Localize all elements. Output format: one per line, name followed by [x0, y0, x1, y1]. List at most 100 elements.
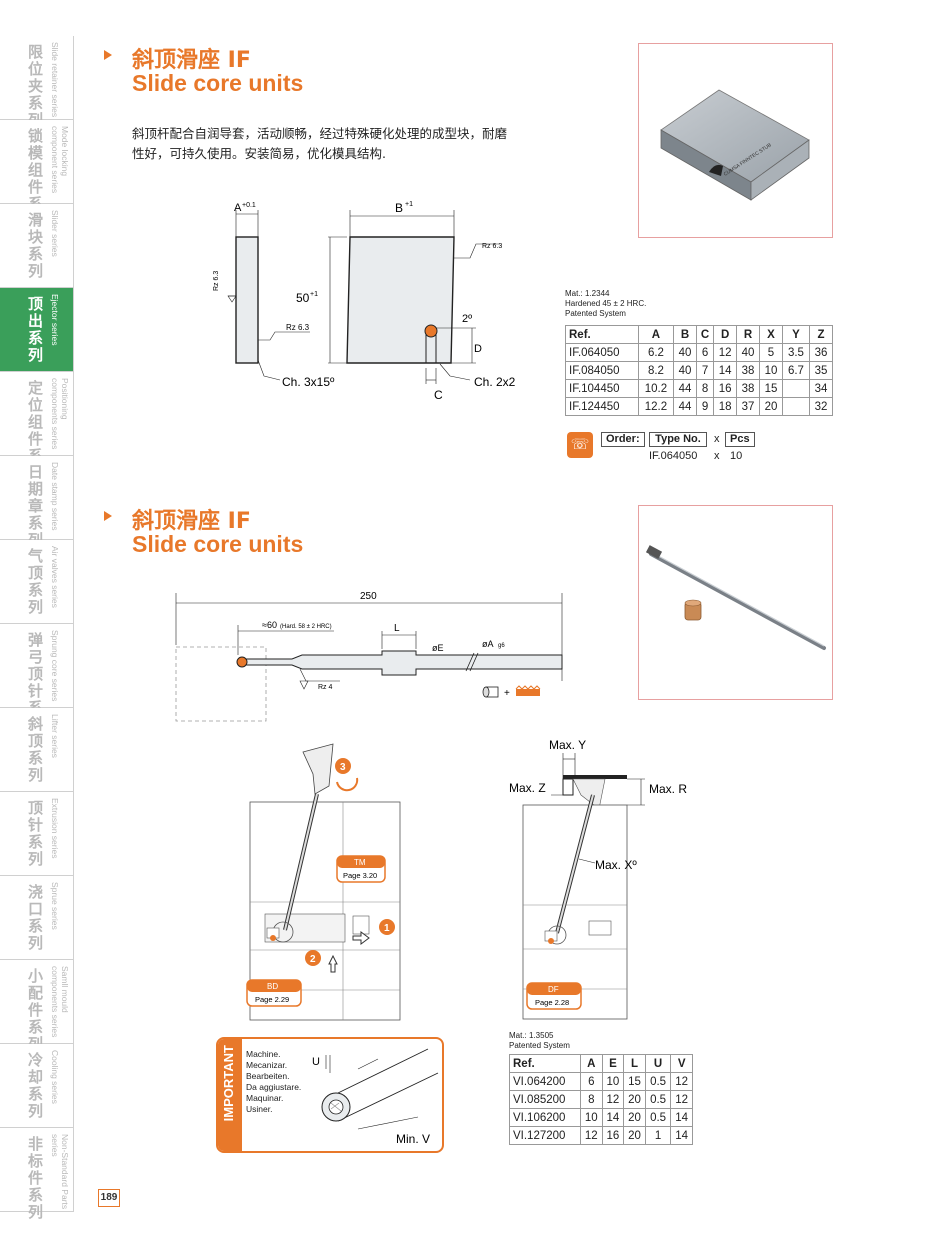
tm-label: TM	[354, 858, 366, 867]
sidebar-item-label-en: Samll mould components series	[50, 966, 70, 1038]
bullet-triangle-icon	[104, 511, 112, 521]
table-header-cell: Ref.	[565, 325, 639, 344]
dim-a-tol: g6	[498, 643, 505, 649]
table-cell: 0.5	[644, 1108, 672, 1127]
table-cell: 9	[696, 397, 715, 416]
table-cell: 16	[601, 1126, 625, 1145]
important-line: Mecanizar.	[246, 1060, 288, 1070]
bd-page: Page 2.29	[255, 995, 289, 1004]
sidebar-item-label-en: Extrusion series	[50, 798, 60, 859]
max-x-label: Max. Xº	[595, 858, 637, 872]
table-cell: 6.2	[637, 343, 675, 362]
table-cell: 16	[713, 379, 738, 398]
dim-e-label: øE	[432, 643, 444, 653]
material-line: Mat.: 1.2344	[565, 289, 610, 298]
table-cell: 8.2	[637, 361, 675, 380]
section2-material: Mat.: 1.3505 Patented System	[509, 1031, 570, 1051]
sidebar-item-label-en: Slide retainer series	[50, 42, 60, 118]
table-header-cell: A	[637, 325, 675, 344]
dim-l-label: L	[394, 623, 400, 634]
sidebar-item-label-zh: 冷却系列	[28, 1051, 44, 1120]
table-cell: 12	[579, 1126, 603, 1145]
table-cell: 40	[673, 343, 698, 362]
table-header-cell: B	[673, 325, 698, 344]
sidebar-item-label-en: Sprung core series	[50, 630, 60, 702]
sidebar-item[interactable]: 小配件系列 Samll mould components series	[0, 960, 74, 1053]
dim-a-label: A	[234, 202, 242, 214]
sidebar-item[interactable]: 弹弓顶针系列Sprung core series	[0, 624, 74, 734]
table-cell: 12.2	[637, 397, 675, 416]
sidebar-nav: 限位夹系列Slide retainer series锁模组件系列Mode loc…	[0, 36, 74, 1221]
material-line: Patented System	[565, 309, 626, 318]
sidebar-item[interactable]: 日期章系列Date stamp series	[0, 456, 74, 549]
table-cell: 37	[736, 397, 760, 416]
table-cell: VI.106200	[509, 1108, 581, 1127]
table-cell: 6.7	[781, 361, 810, 380]
table-cell: 15	[623, 1072, 646, 1091]
table-cell: 36	[808, 343, 834, 362]
step-1-badge: 1	[384, 923, 390, 934]
section1-title-en: Slide core units	[132, 70, 304, 96]
order-example: ☏ Order: Type No. x Pcs IF.064050 x 10	[567, 430, 767, 466]
sidebar-item-label-zh: 日期章系列	[28, 463, 44, 549]
table-cell: VI.085200	[509, 1090, 581, 1109]
table-header-cell: E	[601, 1054, 625, 1073]
table-cell: 14	[713, 361, 738, 380]
sidebar-item[interactable]: 限位夹系列Slide retainer series	[0, 36, 74, 129]
sidebar-item[interactable]: 定位组件系列Positioning components series	[0, 372, 74, 482]
order-times: x	[714, 433, 720, 445]
table-cell: IF.104450	[565, 379, 639, 398]
dim-b-label: B	[395, 201, 403, 215]
order-label: Order:	[601, 432, 645, 447]
dim-h-tol: +1	[310, 291, 318, 298]
hard-length-label: ≈60	[262, 620, 277, 630]
table-cell: 14	[670, 1126, 693, 1145]
sidebar-item-label-en: Mode locking component series	[50, 126, 70, 194]
pcs-label: Pcs	[725, 432, 755, 447]
assembly-diagram-right: Max. Y Max. Z Max. R Max. Xº DF Page 2.2…	[509, 738, 687, 1020]
sidebar-item[interactable]: 锁模组件系列Mode locking component series	[0, 120, 74, 230]
sidebar-item-label-en: Ejector series	[50, 294, 60, 346]
rz-label-3: Rz 6.3	[482, 243, 502, 250]
table-cell: 12	[713, 343, 738, 362]
df-label: DF	[548, 985, 559, 994]
table-cell: 6	[579, 1072, 603, 1091]
section1-material: Mat.: 1.2344 Hardened 45 ± 2 HRC. Patent…	[565, 289, 646, 319]
important-line: Bearbeiten.	[246, 1071, 290, 1081]
table-header-cell: U	[644, 1054, 672, 1073]
table-cell: 1	[644, 1126, 672, 1145]
important-line: Da aggiustare.	[246, 1082, 302, 1092]
sidebar-item-label-en: Air valves series	[50, 546, 60, 608]
chamfer-label-1: Ch. 3x15º	[282, 375, 335, 389]
bd-label: BD	[267, 982, 278, 991]
table-cell: 12	[601, 1090, 625, 1109]
table-cell: 40	[673, 361, 698, 380]
table-cell: 34	[808, 379, 834, 398]
important-title: IMPORTANT	[221, 1045, 236, 1122]
table-header-cell: D	[713, 325, 738, 344]
type-no-label: Type No.	[649, 432, 707, 447]
table-cell: 6	[696, 343, 715, 362]
table-cell	[781, 397, 810, 416]
table-cell: IF.124450	[565, 397, 639, 416]
side-view-plate	[235, 236, 259, 364]
max-z-label: Max. Z	[509, 781, 546, 795]
table-cell: 20	[759, 397, 783, 416]
sidebar-item-label-zh: 小配件系列	[28, 967, 44, 1053]
important-lines: Machine. Mecanizar. Bearbeiten. Da aggiu…	[246, 1049, 301, 1115]
table-cell: 20	[623, 1090, 646, 1109]
table-cell: VI.064200	[509, 1072, 581, 1091]
